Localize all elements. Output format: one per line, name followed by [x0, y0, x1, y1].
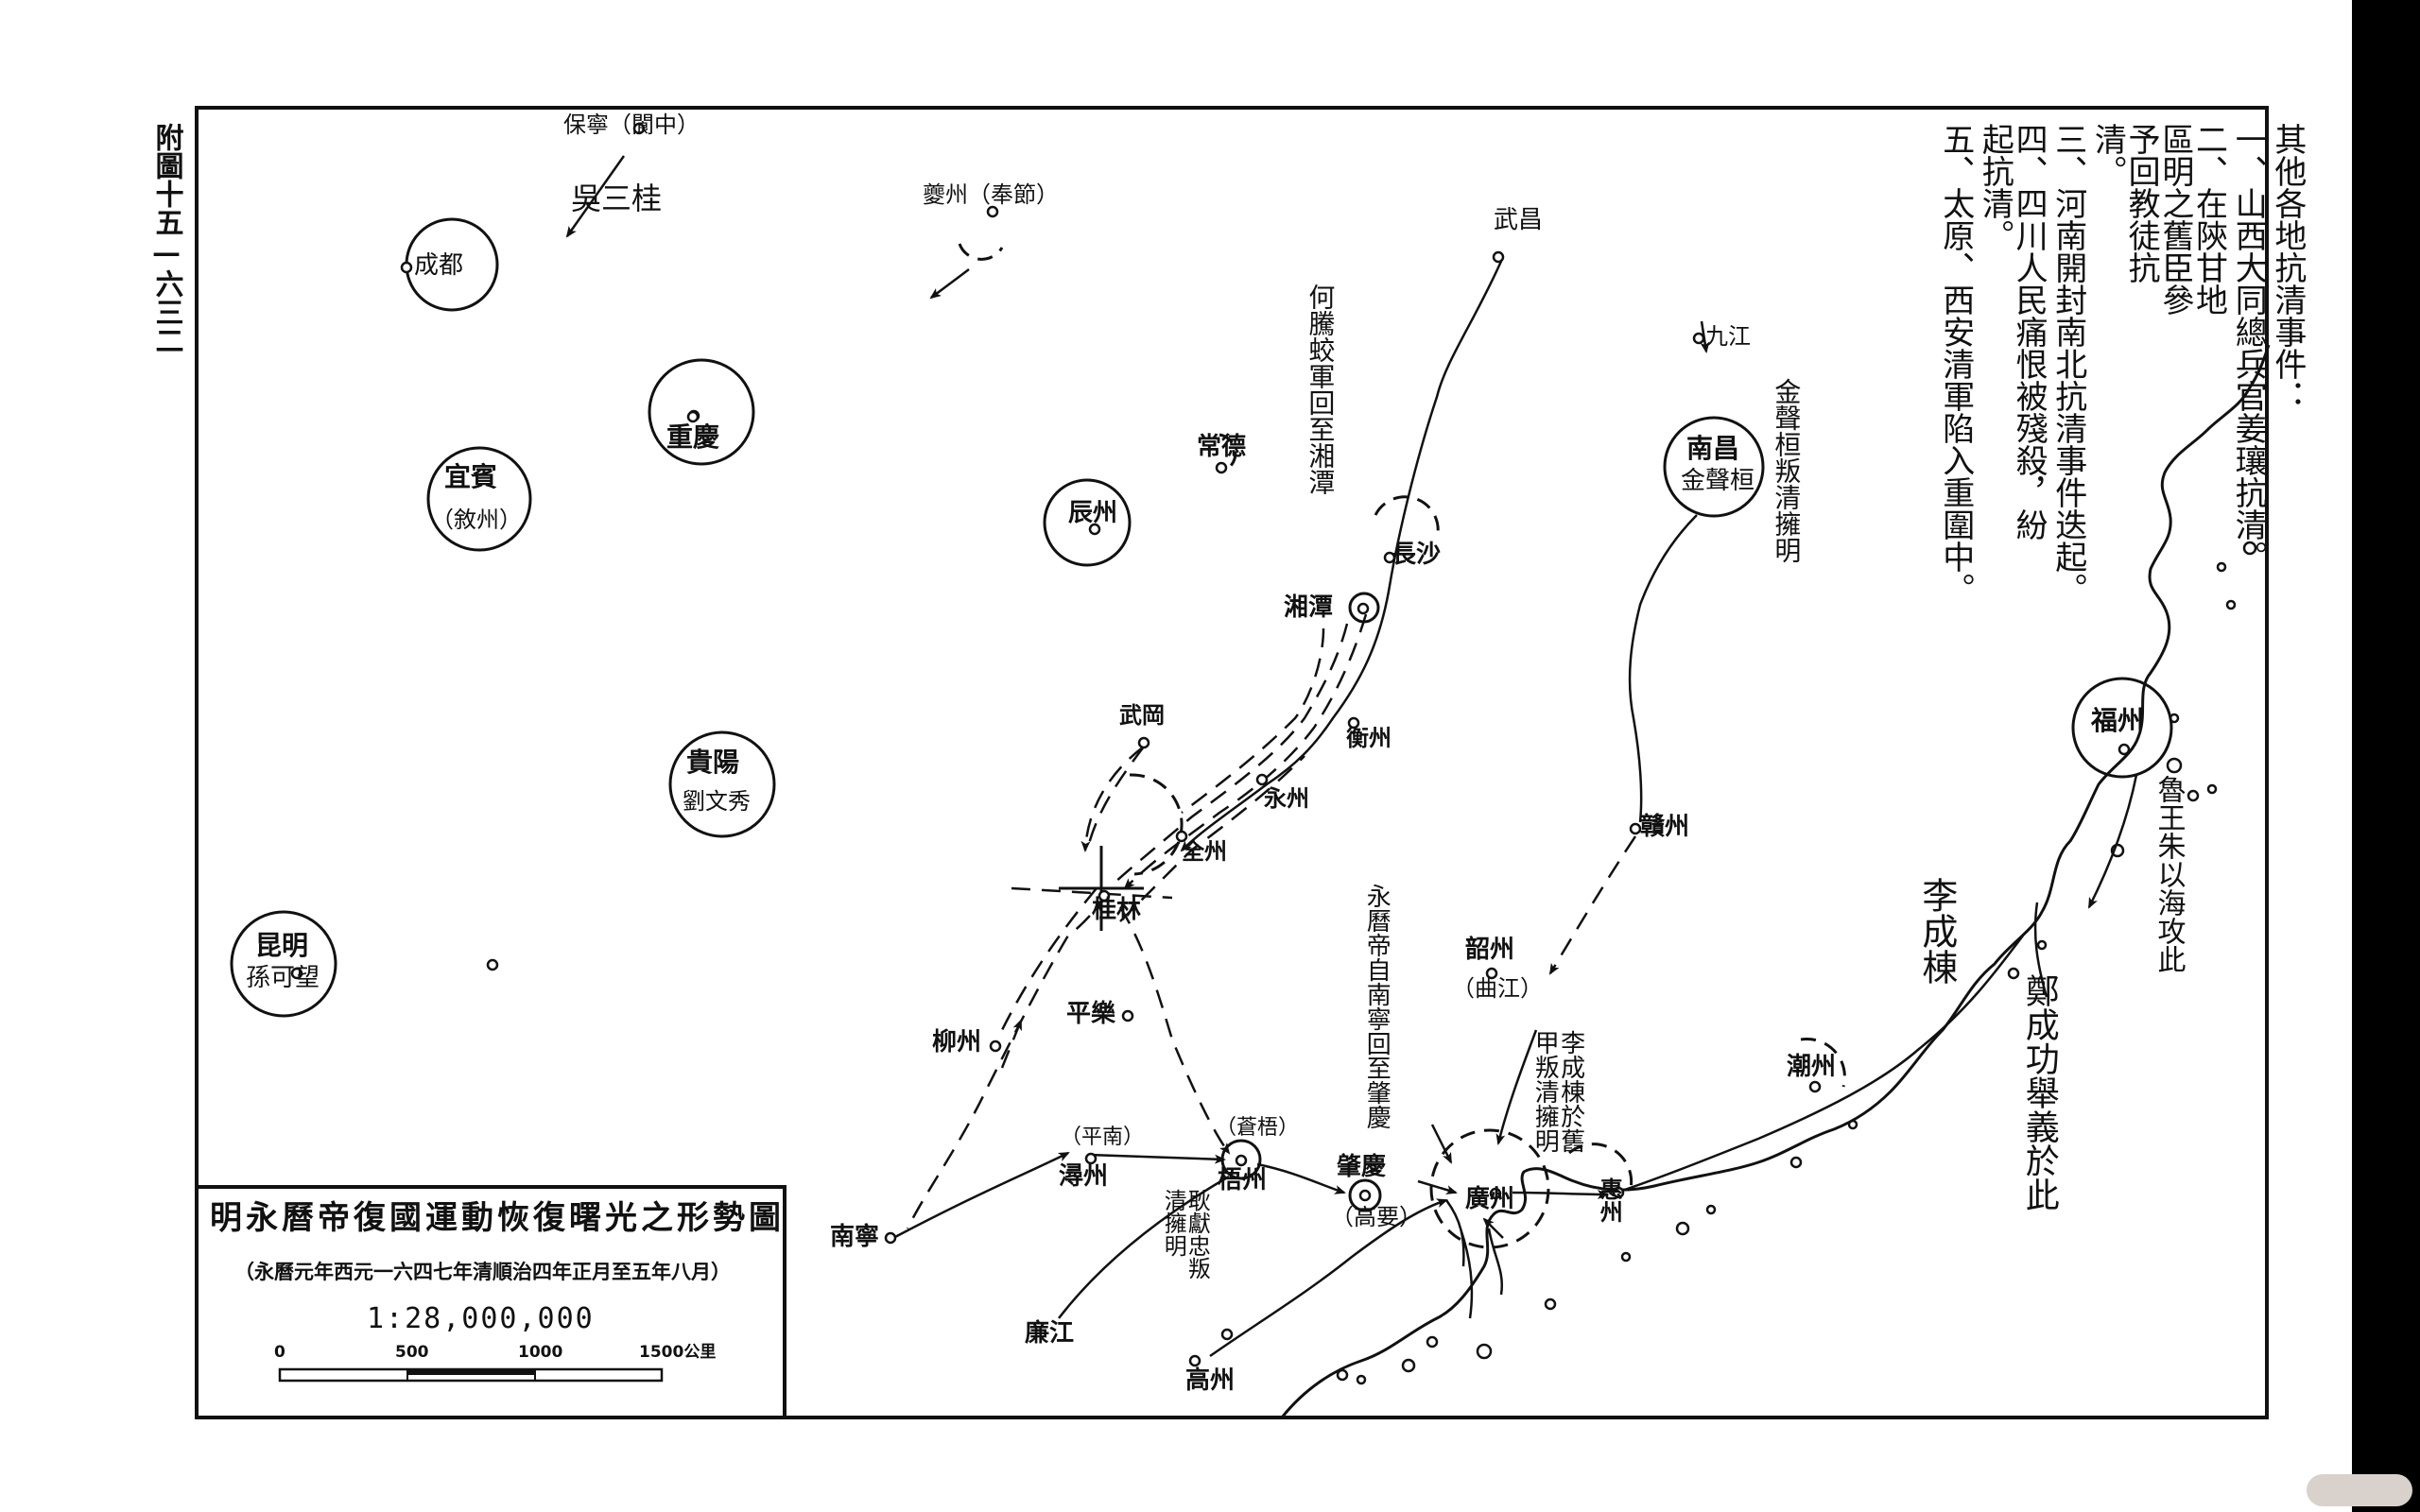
scale-tick-0: 0: [274, 1343, 285, 1362]
scale-tick-1500: 1500公里: [639, 1343, 717, 1362]
scale-tick-500: 500: [395, 1343, 429, 1362]
place-guangzhou: 廣州: [1465, 1185, 1515, 1213]
place-wuzhou: 梧州: [1218, 1166, 1268, 1194]
annotation-sun-kewang: 孫可望: [246, 964, 320, 992]
place-huizhou: 惠州: [1596, 1177, 1624, 1223]
note-item-1: 一、山西大同總兵官姜瓖抗清。: [2229, 123, 2268, 573]
place-qujiang: （曲江）: [1452, 975, 1543, 1002]
place-gaozhou: 高州: [1185, 1366, 1236, 1395]
place-kunming: 昆明: [255, 930, 309, 961]
place-cangwu: （蒼梧）: [1216, 1116, 1300, 1140]
place-shaozhou: 韶州: [1465, 936, 1515, 964]
scale-tick-1000: 1000: [518, 1343, 563, 1362]
page-label: 附圖十五—六三二: [149, 123, 183, 354]
guilin-cross: [1059, 846, 1144, 931]
place-changde: 常德: [1197, 433, 1247, 461]
place-changsha: 長沙: [1392, 541, 1442, 569]
annotation-li-chengdong: 李成棟: [1915, 877, 1958, 985]
place-chenzhou: 辰州: [1068, 499, 1118, 527]
scrollbar-thumb[interactable]: [2307, 1474, 2412, 1506]
place-chaozhou: 潮州: [1787, 1053, 1837, 1081]
place-wugang: 武岡: [1119, 701, 1165, 729]
place-baoning: 保寧（閬中）: [563, 112, 700, 138]
place-gaoyao: （高要）: [1331, 1204, 1422, 1230]
annotation-jin-revolt: 金聲桓叛清擁明: [1771, 378, 1803, 563]
legend-title: 明永曆帝復國運動恢復曙光之形勢圖: [210, 1199, 785, 1237]
place-guilin: 桂林: [1092, 896, 1142, 924]
annotation-zheng-chenggong: 鄭成功舉義於此: [2019, 973, 2059, 1211]
solid-routes: [565, 155, 2138, 1358]
place-chengdu: 成都: [414, 251, 464, 280]
place-zhaoqing: 肇慶: [1337, 1153, 1387, 1181]
place-kuizhou: 夔州（奉節）: [923, 181, 1059, 208]
annotation-li-revolt: 李成棟於舊甲叛清擁明: [1530, 1030, 1585, 1153]
note-item-2: 二、在陝甘地區明之舊臣參予回教徒抗清。: [2088, 123, 2228, 316]
place-quanzhou: 全州: [1182, 837, 1227, 865]
city-dots: [290, 122, 2131, 1367]
place-ganzhou: 贛州: [1640, 813, 1690, 841]
annotation-yongli-route: 永曆帝自南寧回至肇慶: [1362, 884, 1392, 1129]
place-pingle: 平樂: [1066, 1000, 1116, 1028]
note-item-3: 三、河南開封南北抗清事件迭起。: [2048, 123, 2087, 605]
place-xuzhou: （敘州）: [431, 507, 522, 533]
place-nanning: 南寧: [830, 1223, 880, 1251]
place-liuzhou: 柳州: [932, 1028, 982, 1057]
annotation-he-tengjiao: 何騰蛟軍回至湘潭: [1305, 284, 1337, 495]
place-nanchang: 南昌: [1686, 433, 1740, 464]
place-hengzhou: 衡州: [1346, 724, 1392, 751]
place-wuchang: 武昌: [1494, 206, 1544, 234]
scale-bar-fill: [407, 1369, 535, 1375]
annotation-lu-wang: 魯王朱以海攻此: [2152, 775, 2186, 973]
place-lianjiang: 廉江: [1025, 1319, 1075, 1348]
note-item-5: 五、太原、西安清軍陷入重圍中。: [1936, 123, 1975, 605]
legend-scale: 1:28,000,000: [367, 1302, 595, 1335]
notes-block: 其他各地抗清事件： 一、山西大同總兵官姜瓖抗清。 二、在陝甘地區明之舊臣參予回教…: [1936, 123, 2307, 605]
note-item-4: 四、四川人民痛恨被殘殺，紛起抗清。: [1976, 123, 2048, 541]
annotation-jin-circle: 金聲桓: [1681, 467, 1755, 495]
place-chongqing: 重慶: [666, 421, 720, 453]
siege-rings: [958, 243, 1846, 1249]
place-guiyang: 貴陽: [686, 747, 740, 778]
annotation-liu-wenxiu: 劉文秀: [683, 788, 751, 815]
place-xunzhou: 潯州: [1059, 1162, 1109, 1191]
place-yongzhou: 永州: [1264, 784, 1309, 812]
annotation-chen-bangyan: 耿獻忠叛清擁明: [1160, 1189, 1211, 1280]
place-yibin: 宜賓: [444, 461, 498, 492]
place-pingnan: （平南）: [1061, 1125, 1145, 1149]
map-frame: [195, 106, 2269, 1419]
place-fuzhou: 福州: [2091, 705, 2145, 736]
place-xiangtan: 湘潭: [1284, 593, 1334, 622]
annotation-wu-sangui: 吳三桂: [571, 180, 663, 216]
place-jiujiang: 九江: [1705, 323, 1751, 350]
legend-subtitle: （永曆元年西元一六四七年清順治四年正月至五年八月）: [234, 1260, 731, 1283]
notes-heading: 其他各地抗清事件：: [2268, 123, 2307, 412]
held-city-rings: [230, 217, 2173, 1212]
